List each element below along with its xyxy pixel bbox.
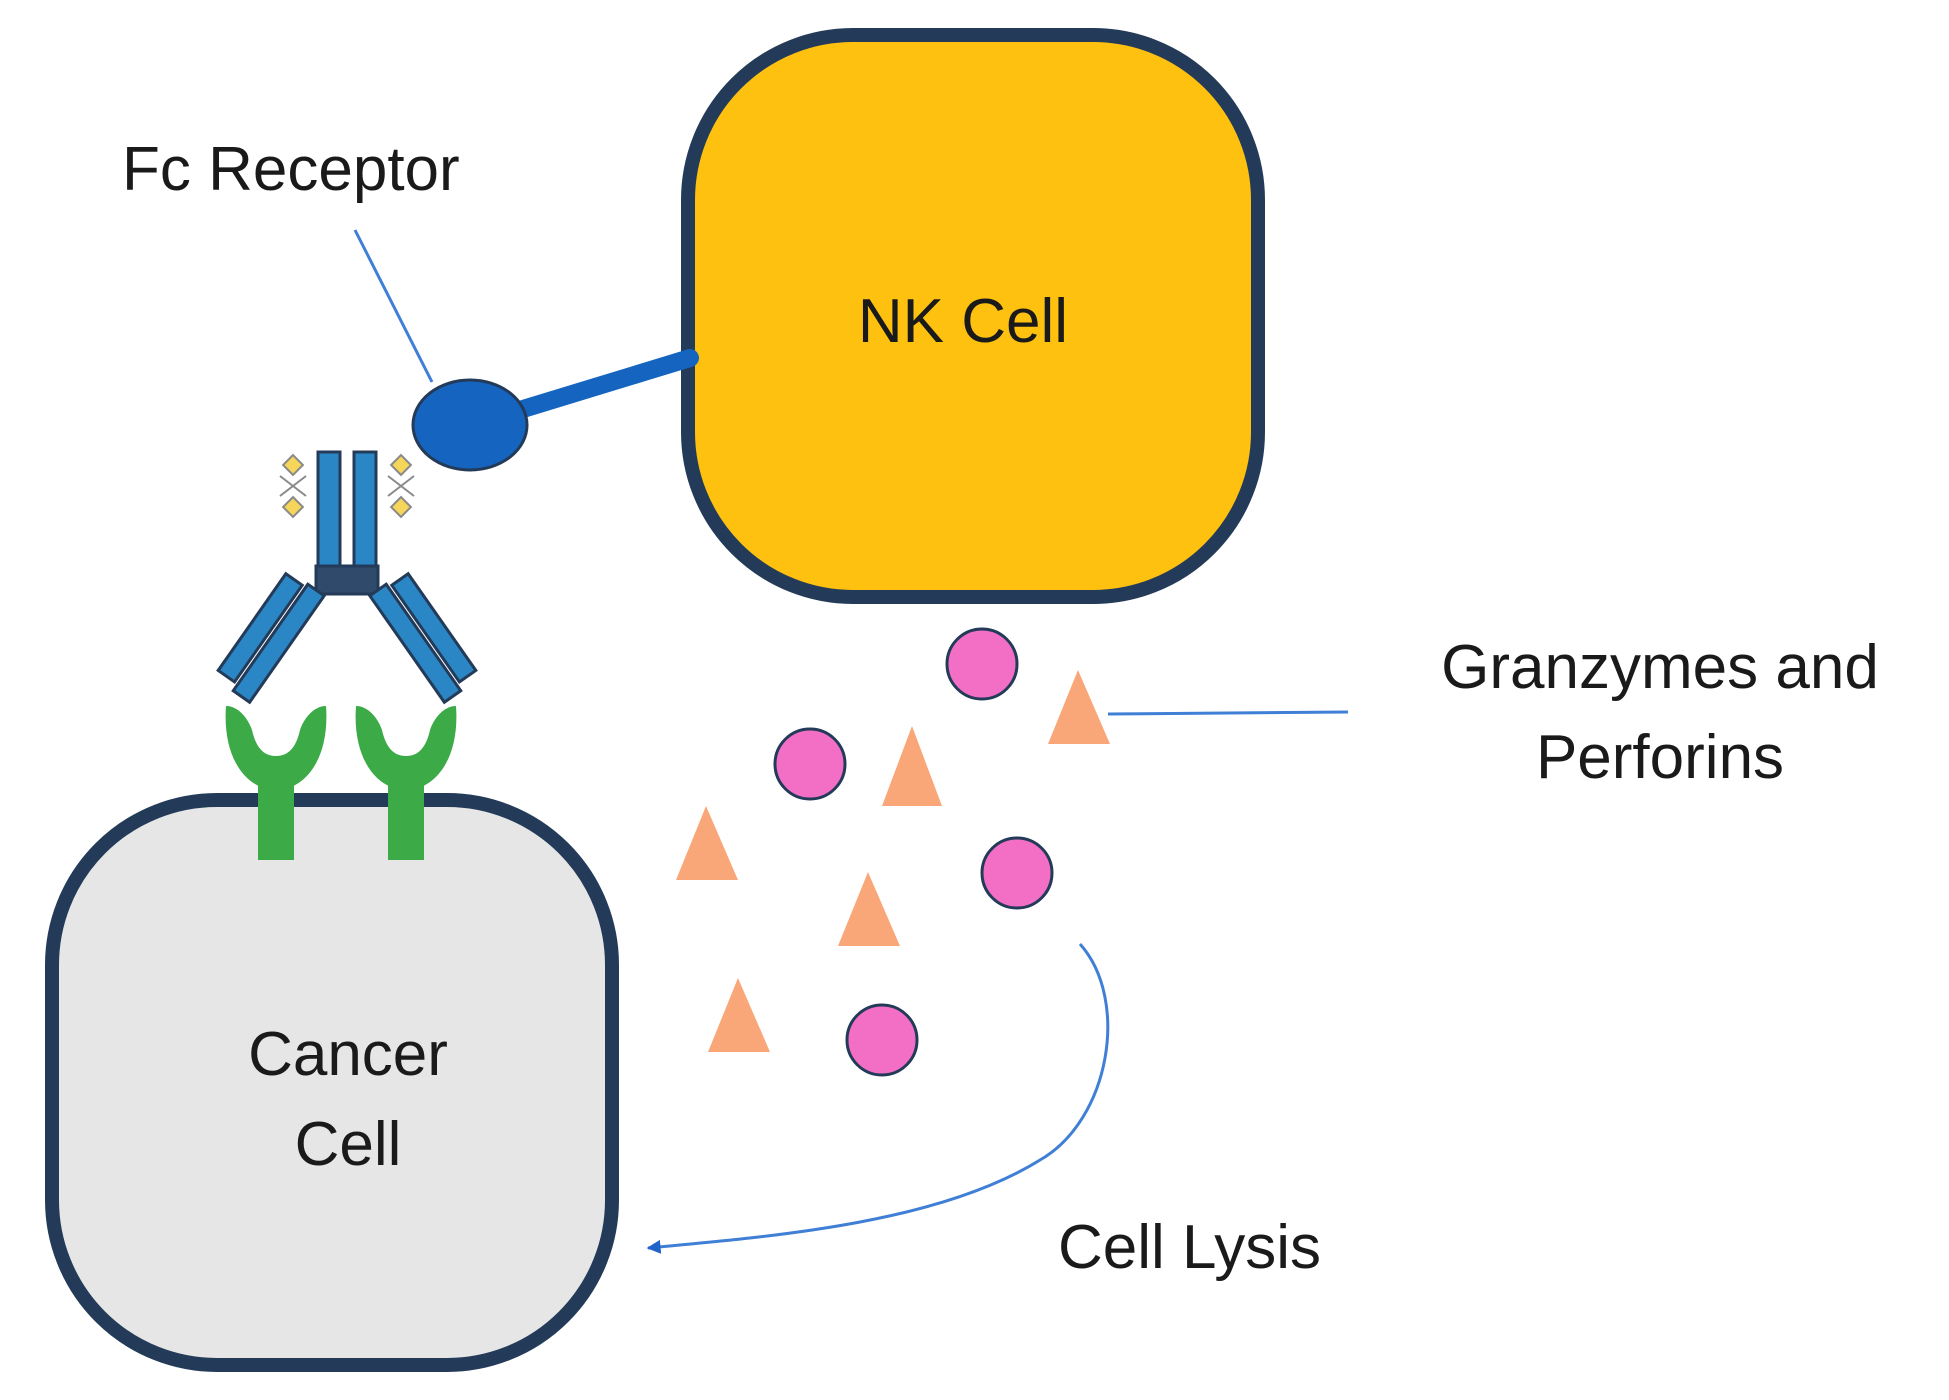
fc-receptor-icon	[411, 349, 699, 472]
granzymes-label-line1: Granzymes and	[1441, 633, 1879, 702]
cancer-cell-label-line1: Cancer	[248, 1020, 448, 1089]
nk-cell	[681, 28, 1265, 604]
perforin-icon	[882, 726, 942, 806]
perforin-icon	[676, 806, 738, 880]
granzyme-icon	[773, 727, 847, 801]
cancer-cell-label-line2: Cell	[295, 1110, 402, 1179]
perforin-icon	[838, 872, 900, 946]
granzyme-icon	[945, 627, 1019, 701]
granzyme-icon	[845, 1003, 919, 1077]
perforin-icon	[708, 978, 770, 1052]
fc-receptor-label: Fc Receptor	[122, 135, 460, 204]
granzyme-icon	[980, 836, 1054, 910]
antigen-icon	[225, 706, 327, 860]
granzymes-leader	[1107, 710, 1349, 716]
perforin-group	[676, 670, 1110, 1052]
perforin-icon	[1048, 670, 1110, 744]
cell-lysis-label: Cell Lysis	[1058, 1213, 1321, 1282]
glycan-icon	[279, 453, 415, 519]
cancer-cell	[45, 793, 619, 1372]
cell-lysis-arrow	[646, 943, 1110, 1254]
antigen-icon	[355, 706, 457, 860]
granzymes-label-line2: Perforins	[1536, 723, 1784, 792]
antibody-icon	[216, 450, 478, 705]
nk-cell-label: NK Cell	[858, 287, 1068, 356]
fc-receptor-leader	[353, 229, 434, 383]
granzyme-group	[773, 627, 1054, 1077]
